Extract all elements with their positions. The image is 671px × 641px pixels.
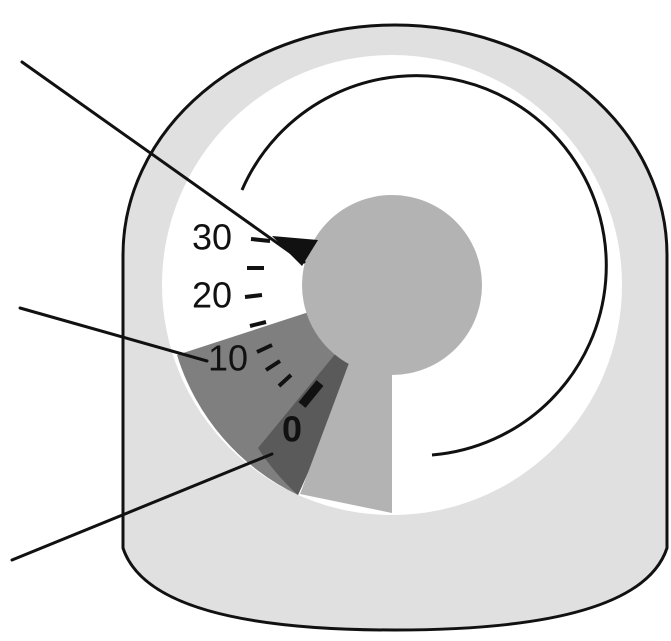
scale-label-20: 20 bbox=[192, 275, 232, 316]
tick-mark bbox=[251, 239, 270, 241]
scale-label-0: 0 bbox=[282, 409, 302, 450]
tick-mark bbox=[245, 295, 262, 297]
scale-label-30: 30 bbox=[192, 217, 232, 258]
scale-label-10: 10 bbox=[208, 338, 248, 379]
hub bbox=[302, 195, 482, 375]
